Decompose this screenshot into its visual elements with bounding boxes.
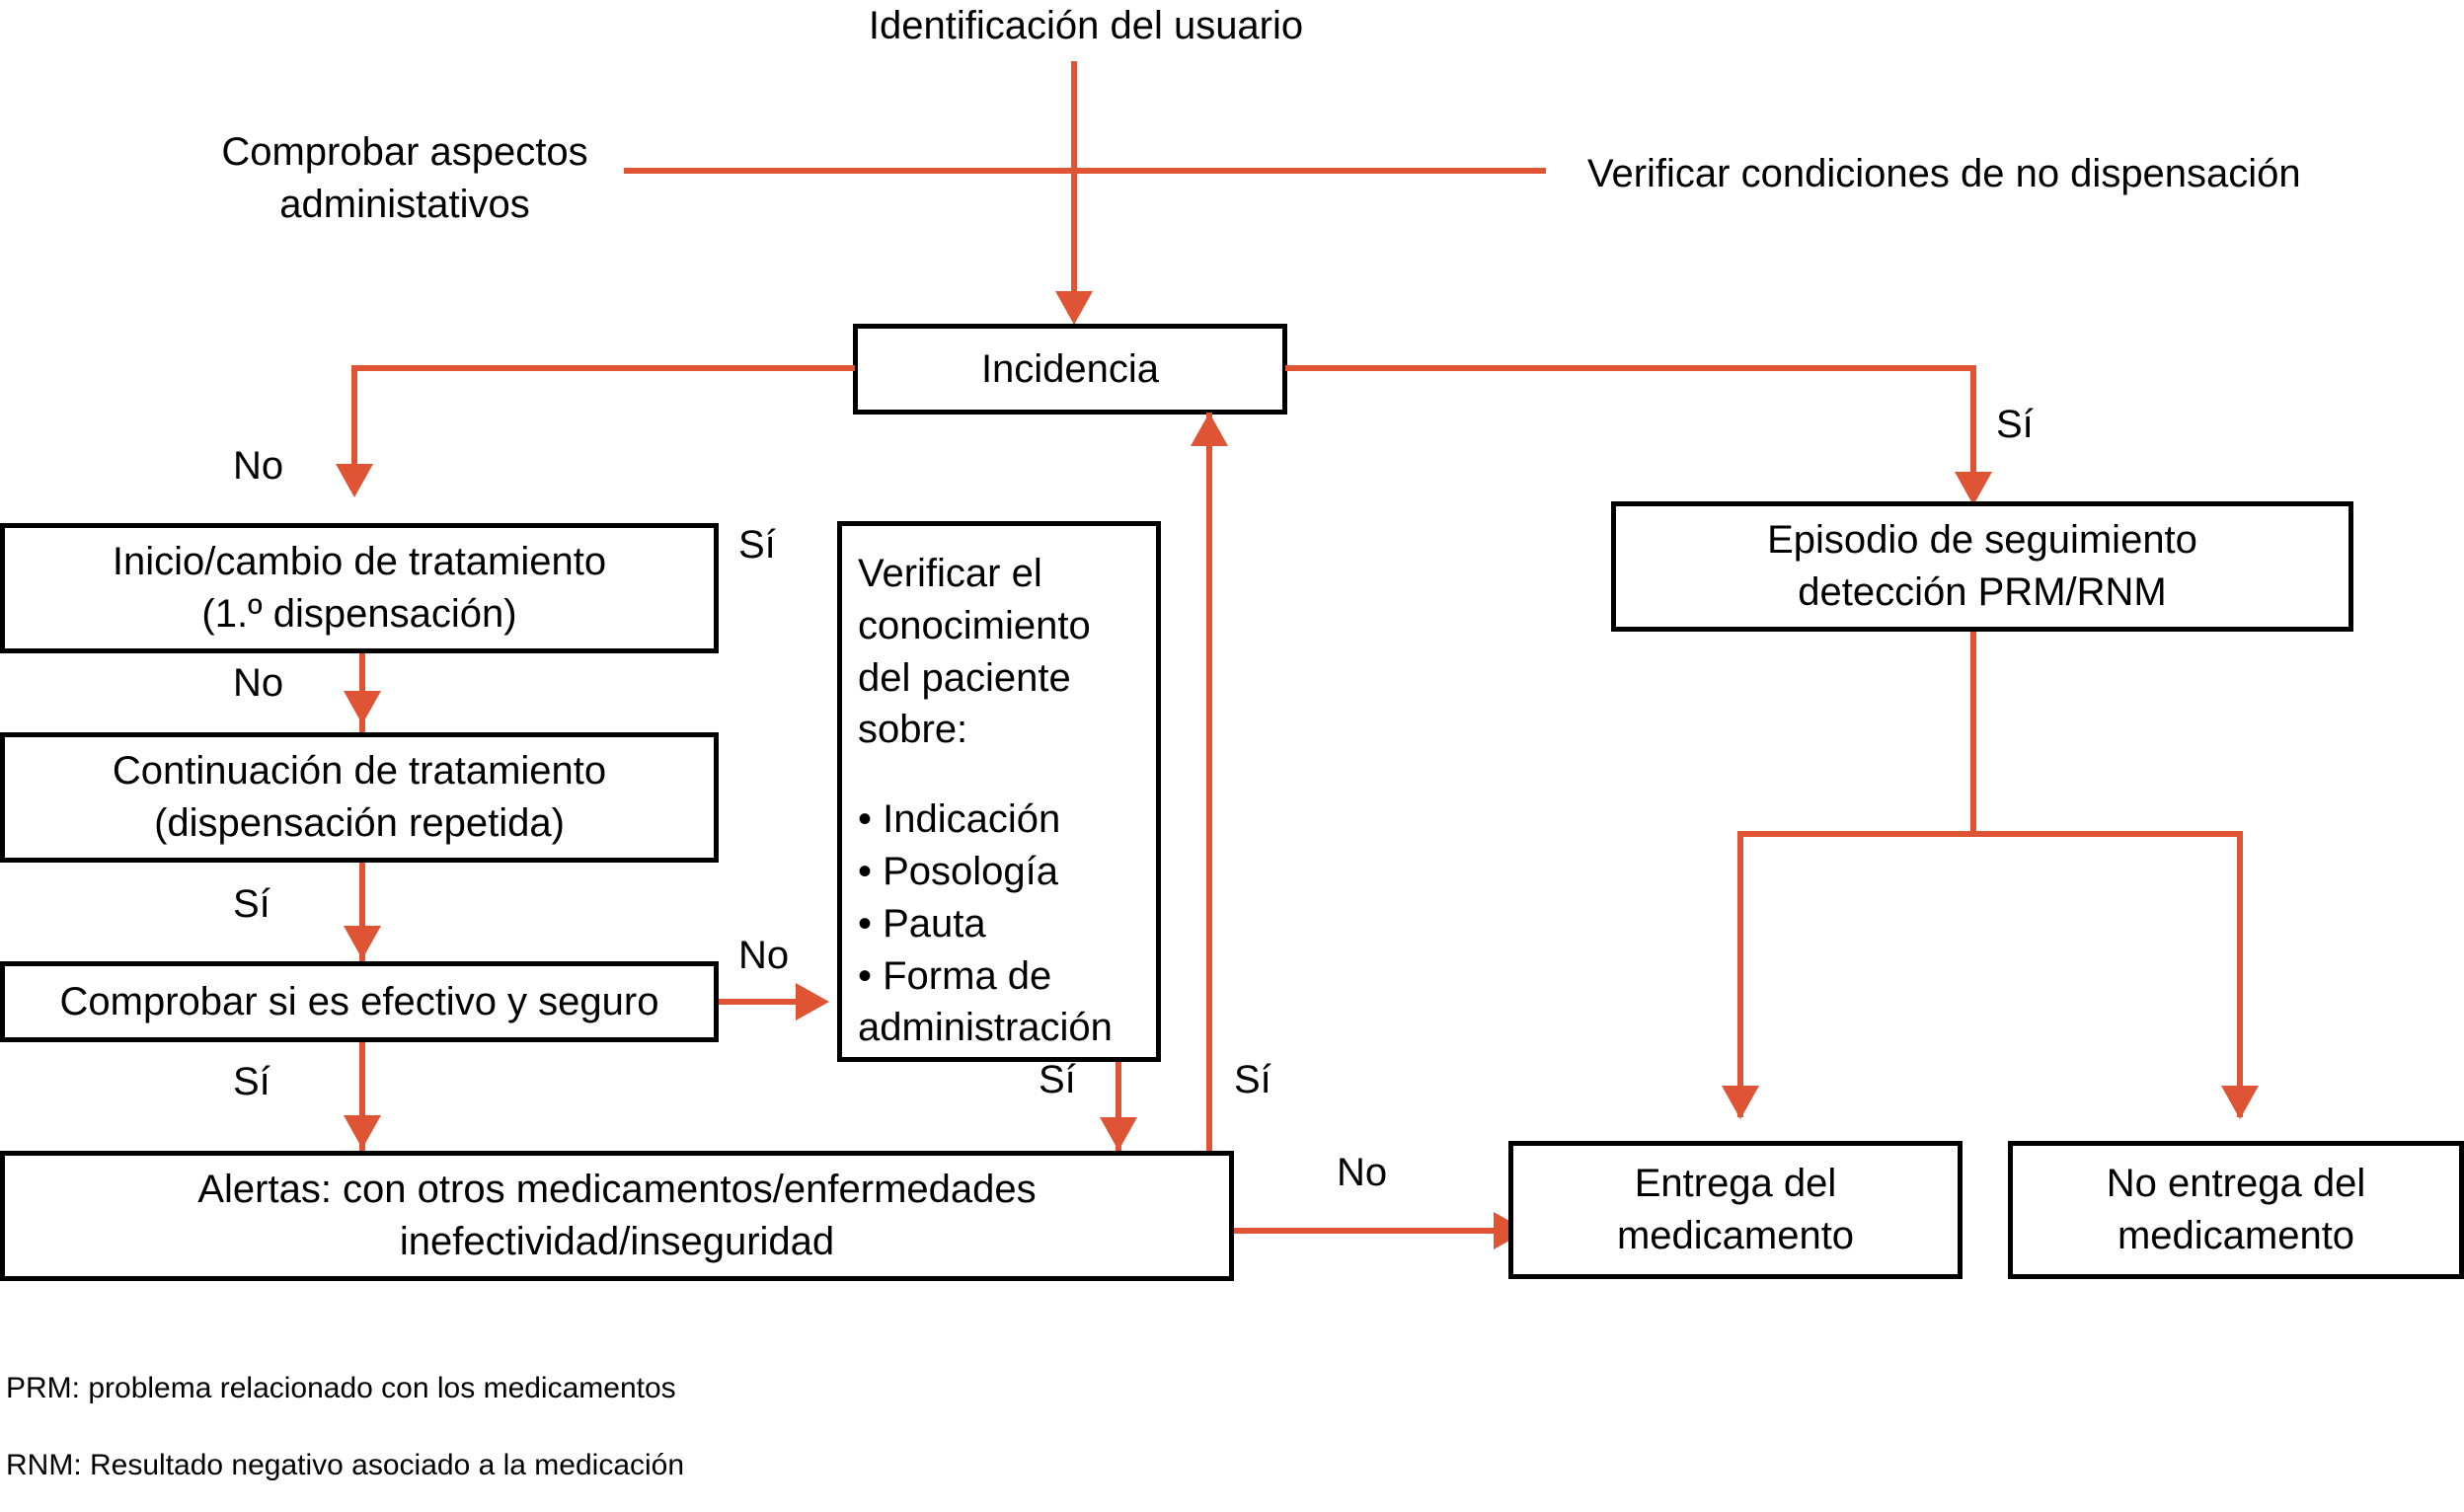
connector-incidencia-right-down [1970,365,1976,493]
connector-administrative-check-line [624,168,1546,174]
label-comprobar-aspectos-administativos: Comprobar aspectos administativos [221,130,588,226]
connector-incidencia-right [1285,365,1976,371]
connector-episodio-down [1970,632,1976,837]
node-no-entrega-medicamento[interactable]: No entrega del medicamento [2008,1141,2464,1279]
node-verificar-conocimiento-paciente[interactable]: Verificar el conocimiento del paciente s… [837,521,1161,1062]
edge-label-continuacion-si: Sí [233,882,270,926]
edge-label-verificar-si: Sí [1039,1058,1076,1101]
node-entrega-medicamento[interactable]: Entrega del medicamento [1508,1141,1963,1279]
edge-label-comprobar-no: No [738,934,790,977]
label-verificar-condiciones-no-dispensacion: Verificar condiciones de no dispensación [1587,152,2301,195]
edge-label-incidencia-si: Sí [1996,403,2034,446]
edge-label-inicio-si: Sí [738,523,776,567]
edge-label-incidencia-no: No [233,444,284,488]
connector-episodio-to-no-entrega [2237,831,2243,1117]
arrowhead-episodio-to-entrega [1722,1086,1759,1119]
node-episodio-seguimiento[interactable]: Episodio de seguimiento detección PRM/RN… [1611,501,2353,632]
arrowhead-alertas-to-incidencia [1191,413,1228,446]
connector-episodio-split [1737,831,2243,837]
arrowhead-entry-to-incidencia [1055,291,1093,325]
connector-incidencia-left-down [351,365,357,482]
node-incidencia[interactable]: Incidencia [853,324,1287,415]
entry-label-identificacion-del-usuario: Identificación del usuario [868,4,1304,47]
connector-episodio-to-entrega [1737,831,1743,1117]
arrowhead-incidencia-to-episodio [1955,472,1992,505]
connector-comprobar-to-alertas [359,1042,365,1153]
arrowhead-continuacion-to-comprobar [344,926,381,959]
node-continuacion-tratamiento[interactable]: Continuación de tratamiento (dispensació… [0,732,719,863]
node-comprobar-efectivo-seguro[interactable]: Comprobar si es efectivo y seguro [0,961,719,1042]
connector-comprobar-to-verificar [719,999,798,1005]
footnote-prm: PRM: problema relacionado con los medica… [6,1372,676,1404]
verificar-bullet-posologia: • Posología [858,849,1059,893]
connector-continuacion-to-comprobar [359,863,365,961]
connector-entry-to-incidencia [1071,61,1077,308]
verificar-bullet-list: • Indicación • Posología • Pauta • Forma… [858,794,1140,1054]
verificar-bullet-forma-administracion: • Forma de administración [858,953,1113,1050]
edge-label-inicio-no: No [233,661,284,705]
footnote-rnm: RNM: Resultado negativo asociado a la me… [6,1449,685,1481]
connector-verificar-to-alertas [1116,1062,1121,1153]
connector-alertas-to-incidencia-up [1206,413,1212,1155]
edge-label-comprobar-si: Sí [233,1060,270,1103]
connector-alertas-to-entrega [1234,1228,1501,1234]
node-alertas[interactable]: Alertas: con otros medicamentos/enfermed… [0,1151,1234,1281]
node-inicio-cambio-tratamiento[interactable]: Inicio/cambio de tratamiento (1.º dispen… [0,523,719,653]
verificar-bullet-indicacion: • Indicación [858,797,1061,842]
arrowhead-verificar-to-alertas [1100,1117,1137,1151]
edge-label-alertas-si: Sí [1234,1058,1271,1101]
arrowhead-inicio-to-continuacion [344,691,381,724]
arrowhead-episodio-to-no-entrega [2221,1086,2259,1119]
verificar-heading: Verificar el conocimiento del paciente s… [858,552,1091,752]
arrowhead-comprobar-to-alertas [344,1115,381,1149]
connector-incidencia-left [351,365,855,371]
edge-label-alertas-no: No [1337,1151,1388,1194]
arrowhead-incidencia-to-inicio [336,464,373,497]
arrowhead-comprobar-to-verificar [796,983,829,1021]
verificar-bullet-pauta: • Pauta [858,901,986,945]
